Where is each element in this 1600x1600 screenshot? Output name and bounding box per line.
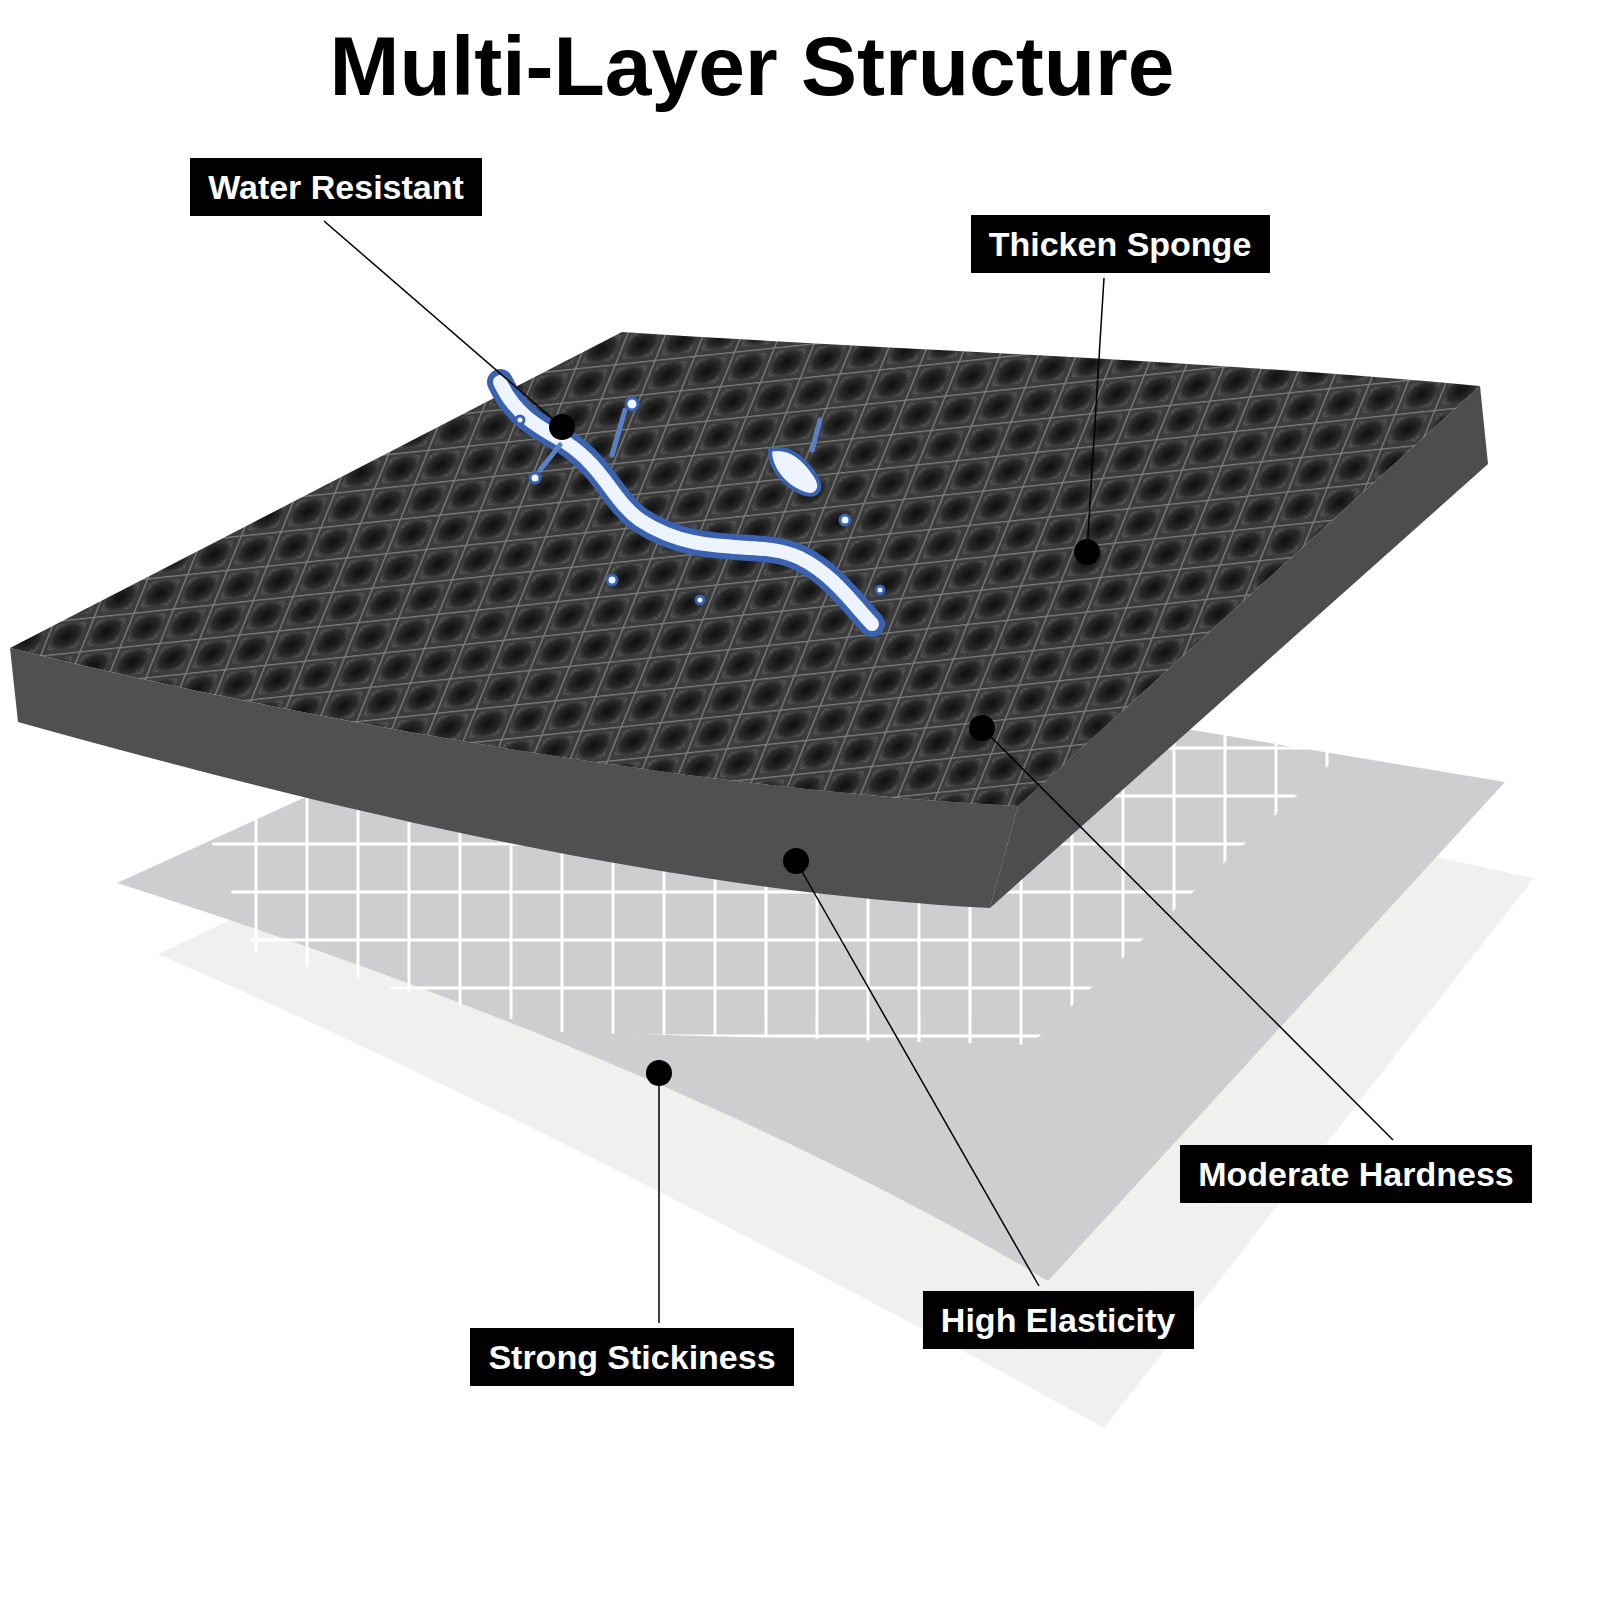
callout-label: Water Resistant <box>190 158 482 216</box>
foam-top-surface <box>10 332 1480 806</box>
callout-text: Moderate Hardness <box>1180 1145 1532 1203</box>
callout-label: Thicken Sponge <box>971 215 1270 273</box>
callout-text: Thicken Sponge <box>971 215 1270 273</box>
diagram-title: Multi-Layer Structure <box>0 24 1504 108</box>
callout-label: High Elasticity <box>923 1291 1194 1349</box>
callout-dots <box>549 414 1100 1086</box>
callout-text: High Elasticity <box>923 1291 1194 1349</box>
callout-text: Water Resistant <box>190 158 482 216</box>
callout-label: Moderate Hardness <box>1180 1145 1532 1203</box>
water-splash <box>500 382 884 624</box>
callout-label: Strong Stickiness <box>470 1328 794 1386</box>
callout-text: Strong Stickiness <box>470 1328 794 1386</box>
